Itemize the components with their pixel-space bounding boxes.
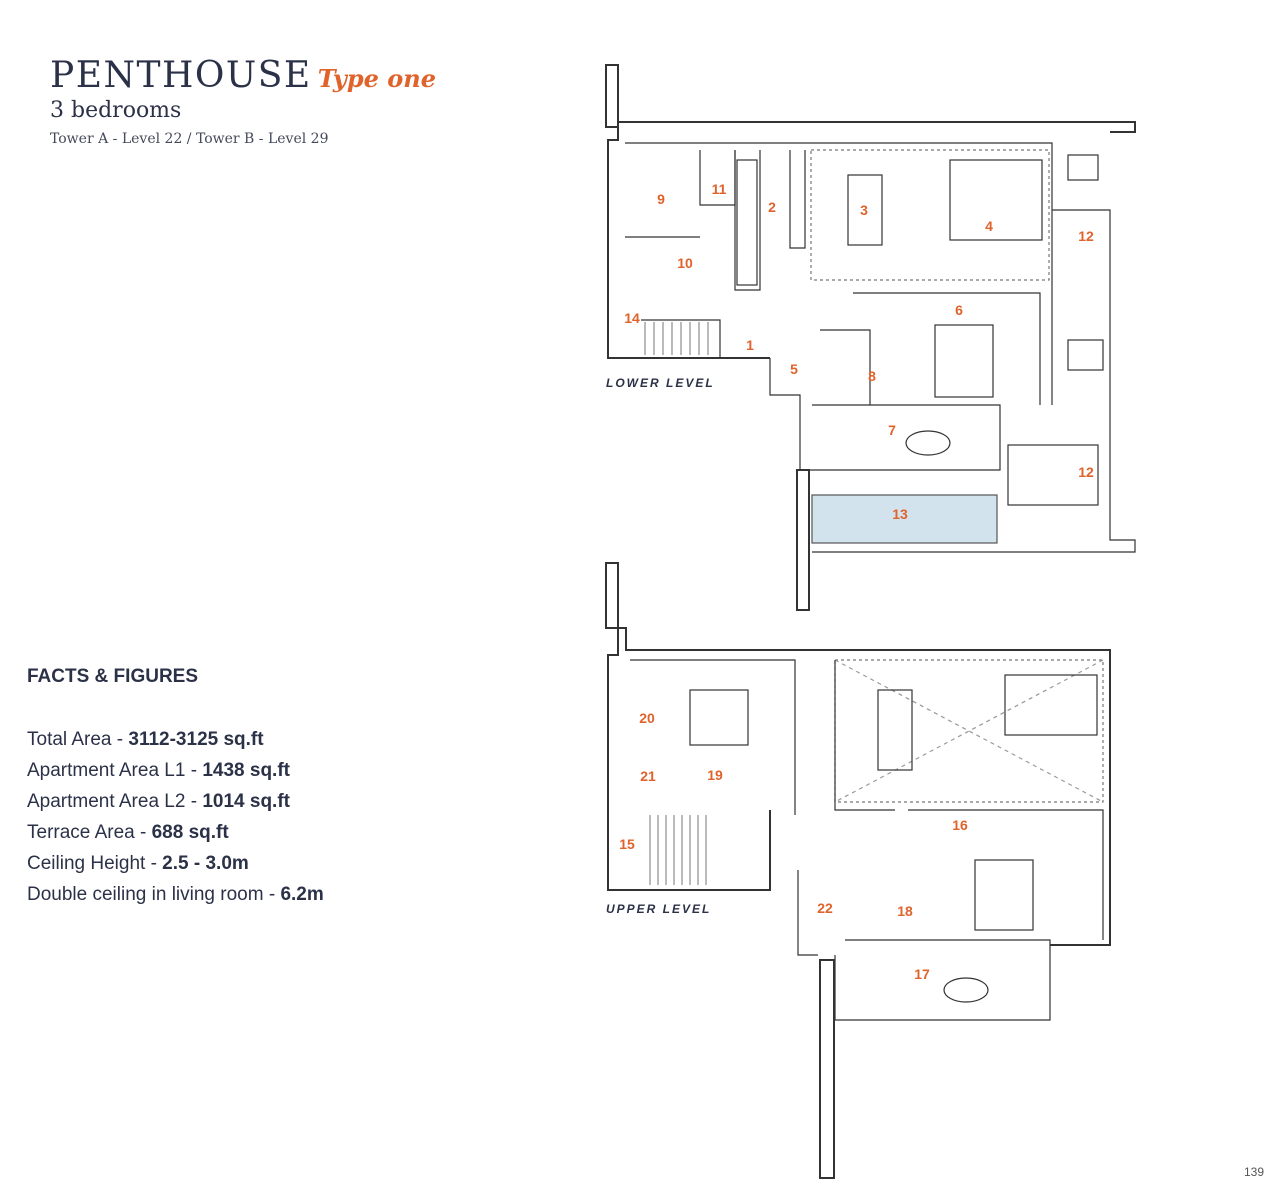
room-2: 2 — [768, 199, 776, 215]
room-11: 11 — [712, 181, 727, 197]
room-18: 18 — [897, 903, 913, 919]
fact-terrace-area: Terrace Area - 688 sq.ft — [27, 822, 229, 843]
room-12-upper-terrace: 12 — [1078, 228, 1094, 244]
room-16: 16 — [952, 817, 968, 833]
room-3: 3 — [860, 202, 868, 218]
lower-level-plan — [605, 64, 1136, 611]
upper-level-plan — [605, 562, 1111, 1179]
room-19: 19 — [707, 767, 723, 783]
room-21: 21 — [640, 768, 656, 784]
fact-ceiling-height: Ceiling Height - 2.5 - 3.0m — [27, 853, 249, 874]
fact-apartment-area-l2: Apartment Area L2 - 1014 sq.ft — [27, 791, 290, 812]
facts-and-figures: FACTS & FIGURES Total Area - 3112-3125 s… — [27, 666, 324, 910]
room-17: 17 — [914, 966, 930, 982]
room-8: 8 — [868, 368, 876, 384]
room-14: 14 — [624, 310, 640, 326]
bedrooms-subtitle: 3 bedrooms — [50, 98, 182, 123]
facts-heading: FACTS & FIGURES — [27, 666, 199, 687]
page-title: PENTHOUSE — [50, 55, 312, 96]
page-title-accent: Type one — [317, 64, 437, 93]
page-number: 139 — [1243, 1165, 1264, 1179]
tower-location: Tower A - Level 22 / Tower B - Level 29 — [50, 131, 329, 147]
fact-apartment-area-l1: Apartment Area L1 - 1438 sq.ft — [27, 760, 290, 781]
room-4: 4 — [985, 218, 993, 234]
room-9: 9 — [657, 191, 665, 207]
room-12-lower-terrace: 12 — [1078, 464, 1094, 480]
room-13: 13 — [892, 506, 908, 522]
room-20: 20 — [639, 710, 655, 726]
room-10: 10 — [677, 255, 693, 271]
fact-double-ceiling: Double ceiling in living room - 6.2m — [27, 884, 324, 905]
lower-level-label: LOWER LEVEL — [606, 376, 715, 390]
room-7: 7 — [888, 422, 896, 438]
room-5: 5 — [790, 361, 798, 377]
upper-level-label: UPPER LEVEL — [606, 902, 712, 916]
room-6: 6 — [955, 302, 963, 318]
fact-total-area: Total Area - 3112-3125 sq.ft — [27, 729, 264, 750]
room-15: 15 — [619, 836, 635, 852]
room-1: 1 — [746, 337, 754, 353]
room-22: 22 — [817, 900, 833, 916]
